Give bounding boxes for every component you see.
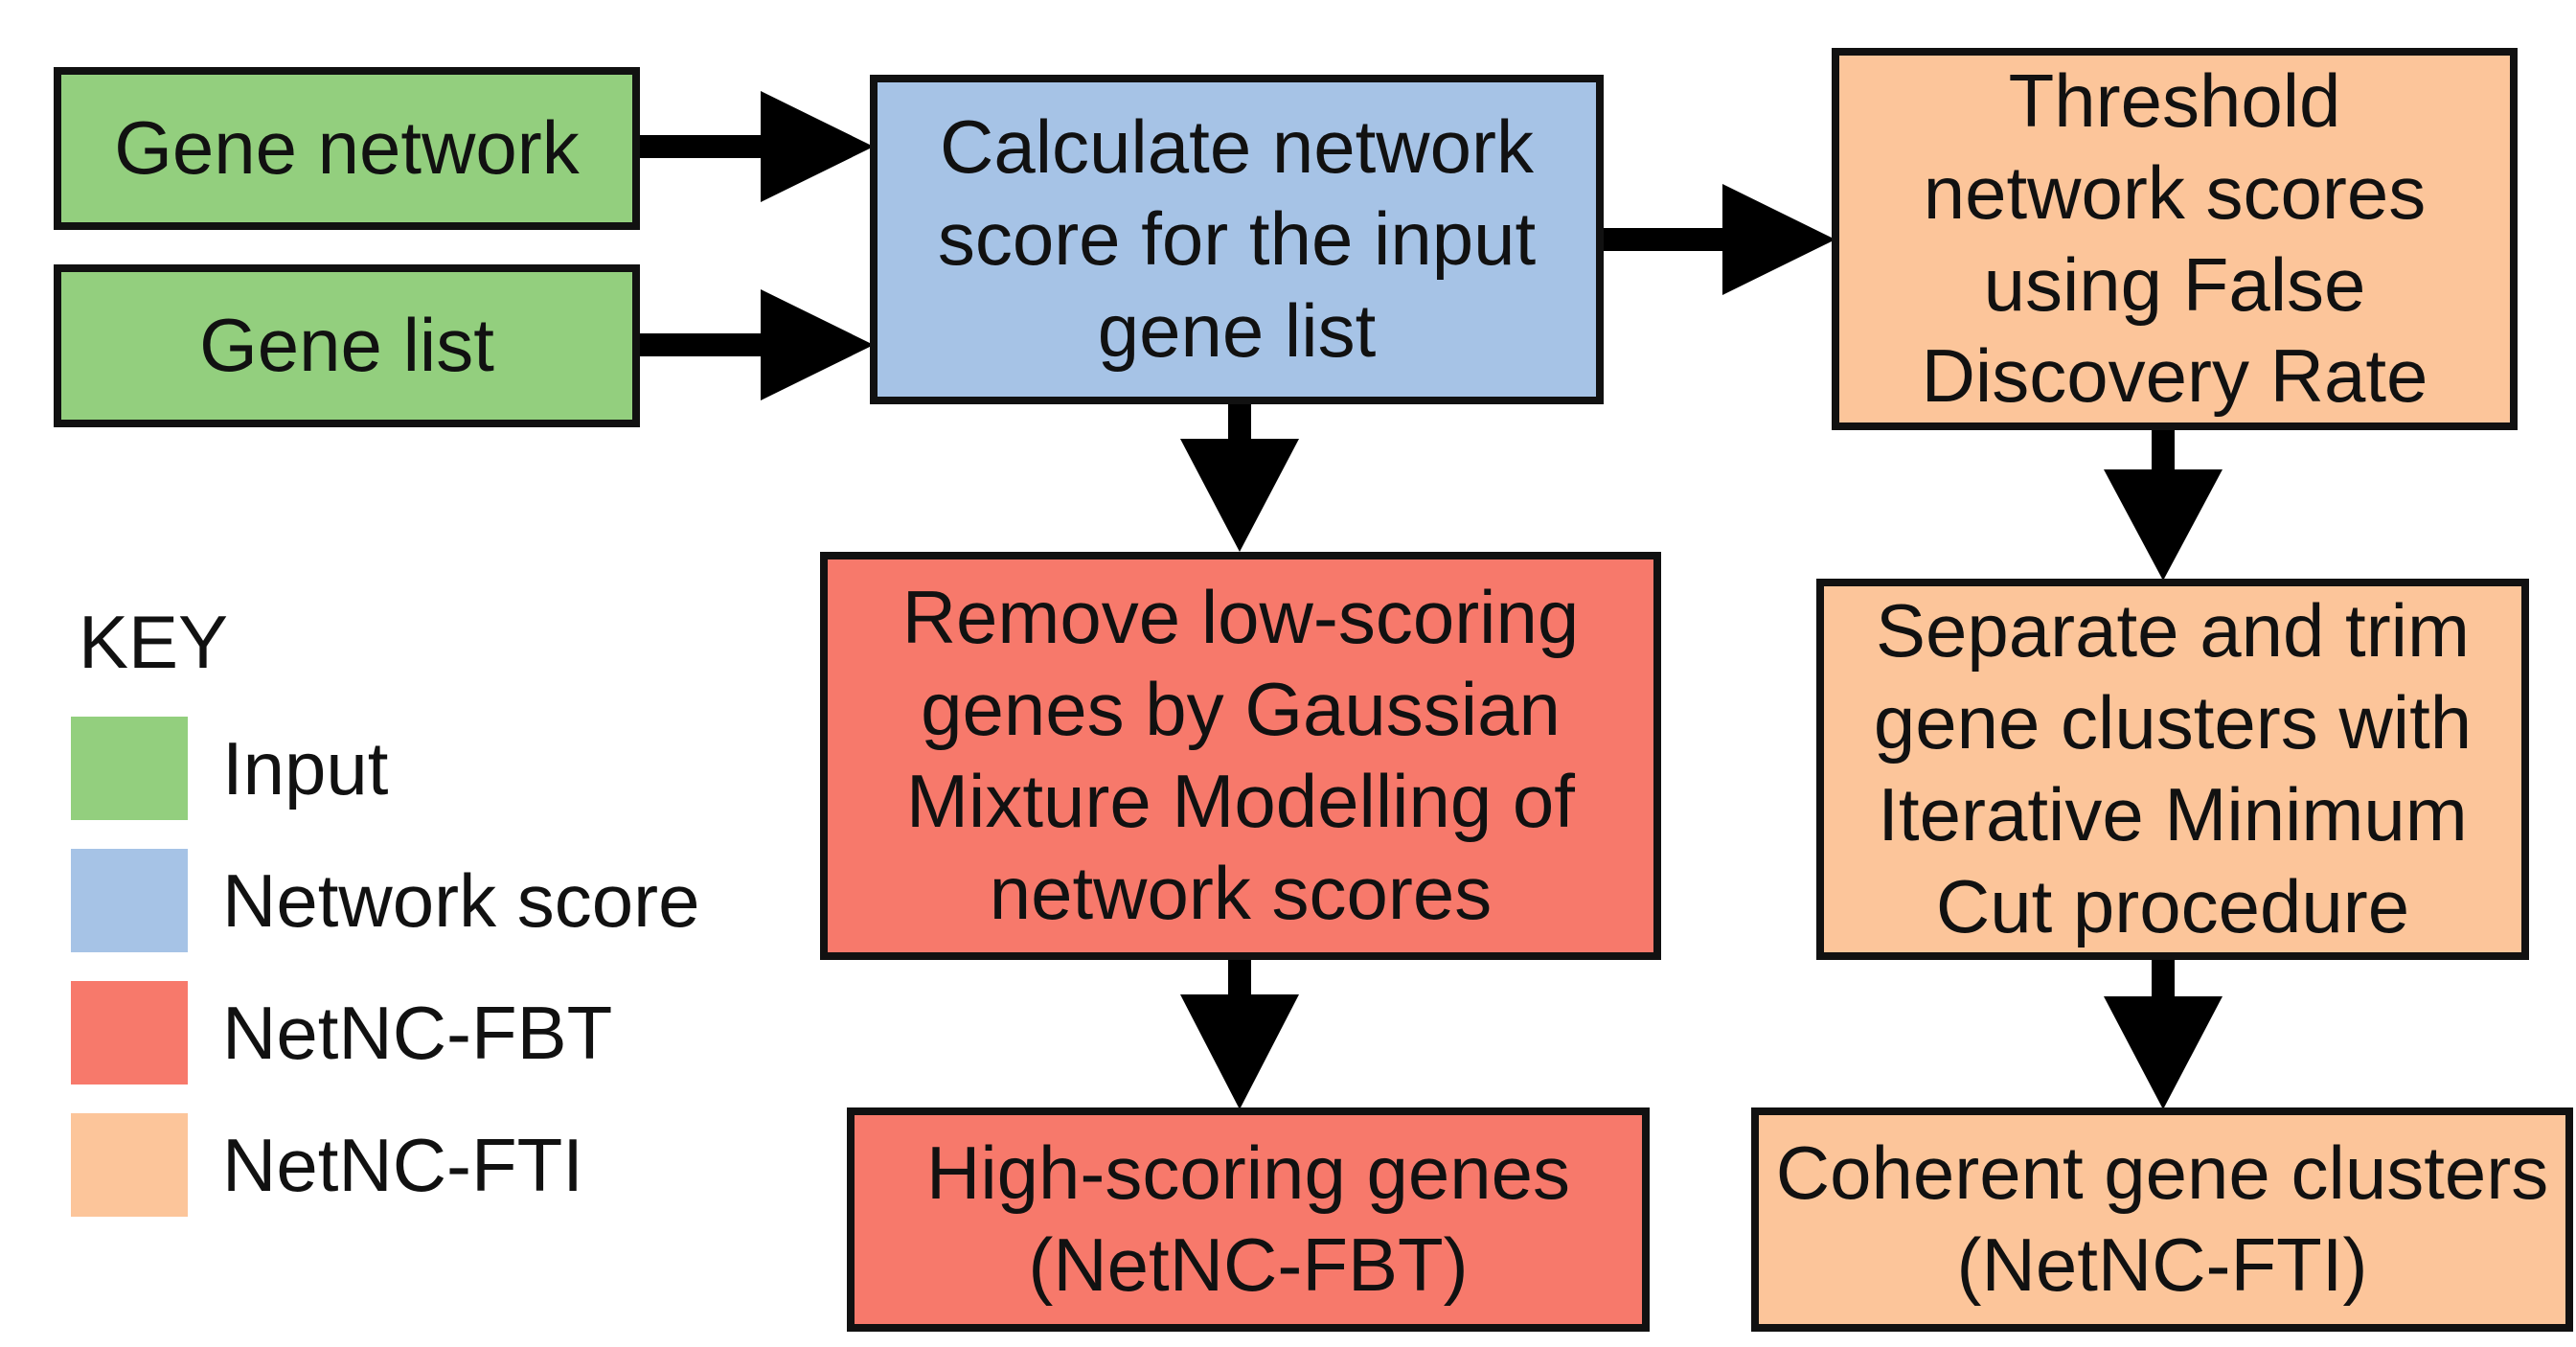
node-gene-list: Gene list <box>54 264 640 427</box>
node-remove-low-scoring: Remove low-scoring genes by Gaussian Mix… <box>820 552 1661 960</box>
node-coherent-label: Coherent gene clusters (NetNC-FTI) <box>1775 1130 2549 1307</box>
node-high-scoring-genes: High-scoring genes (NetNC-FBT) <box>847 1107 1650 1332</box>
key-label-netnc-fti: NetNC-FTI <box>222 1123 583 1207</box>
key-swatch-input <box>71 717 188 820</box>
arrow-threshold-to-separate <box>2104 426 2223 581</box>
node-separate-and-trim: Separate and trim gene clusters with Ite… <box>1816 579 2529 960</box>
key-title: KEY <box>79 600 229 684</box>
key-label-netnc-fbt: NetNC-FBT <box>222 991 613 1075</box>
node-gene-network: Gene network <box>54 67 640 230</box>
node-high-scoring-label: High-scoring genes (NetNC-FBT) <box>925 1130 1571 1307</box>
key-swatch-netnc-fbt <box>71 981 188 1084</box>
node-remove-label: Remove low-scoring genes by Gaussian Mix… <box>901 575 1580 935</box>
key-label-input: Input <box>222 726 389 810</box>
node-separate-label: Separate and trim gene clusters with Ite… <box>1873 588 2473 948</box>
arrow-gene-network-to-calculate <box>636 91 874 202</box>
node-threshold-network-scores: Threshold network scores using False Dis… <box>1832 48 2518 430</box>
key-swatch-network-score <box>71 849 188 952</box>
node-calculate-label: Calculate network score for the input ge… <box>937 104 1537 373</box>
node-coherent-gene-clusters: Coherent gene clusters (NetNC-FTI) <box>1751 1107 2573 1332</box>
arrow-remove-to-high-scoring <box>1180 956 1299 1109</box>
node-threshold-label: Threshold network scores using False Dis… <box>1921 57 2428 419</box>
arrow-separate-to-coherent <box>2104 956 2223 1109</box>
arrow-calculate-to-remove <box>1180 400 1299 552</box>
key-swatch-netnc-fti <box>71 1113 188 1217</box>
node-calculate-network-score: Calculate network score for the input ge… <box>870 75 1604 404</box>
node-gene-list-label: Gene list <box>199 303 494 388</box>
arrow-calculate-to-threshold <box>1600 184 1835 295</box>
node-gene-network-label: Gene network <box>114 105 580 191</box>
key-label-network-score: Network score <box>222 858 700 943</box>
arrow-gene-list-to-calculate <box>636 289 874 400</box>
